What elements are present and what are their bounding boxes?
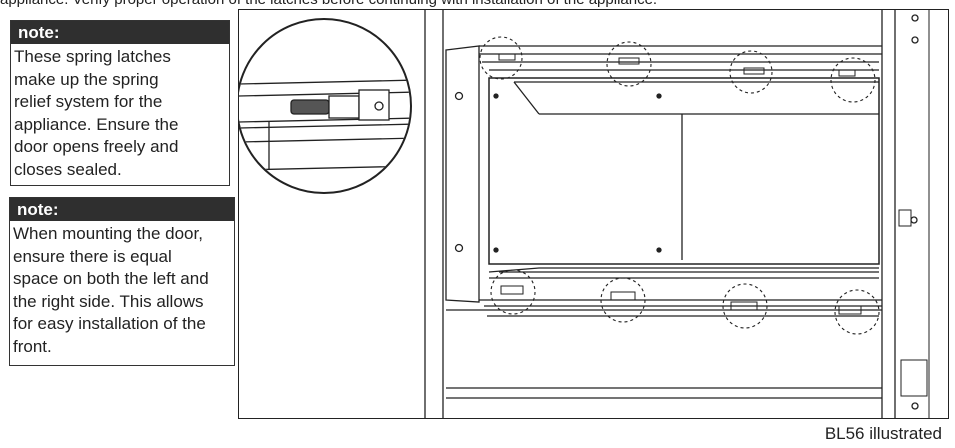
note-line: relief system for the (14, 92, 163, 112)
note-body: These spring latches make up the spring … (11, 44, 229, 184)
latch-highlight-circles (479, 36, 880, 335)
note-line: for easy installation of the (13, 314, 206, 334)
note-heading: note: (10, 198, 234, 221)
note-line: make up the spring (14, 69, 159, 89)
note-box-mounting-door: note: When mounting the door, ensure the… (9, 197, 235, 366)
note-line: door opens freely and (14, 137, 179, 157)
fireplace-illustration (238, 9, 949, 419)
note-line: space on both the left and (13, 269, 209, 289)
latch-detail-zoom (239, 18, 412, 194)
figure-caption: BL56 illustrated (824, 424, 942, 443)
note-line: appliance. Ensure the (14, 114, 179, 134)
note-body: When mounting the door, ensure there is … (10, 221, 234, 361)
top-partial-text: appliance. Verify proper operation of th… (0, 0, 760, 8)
fireplace-door-latches-drawing (239, 10, 930, 418)
note-line: ensure there is equal (13, 246, 172, 266)
note-heading: note: (11, 21, 229, 44)
note-line: the right side. This allows (13, 291, 204, 311)
note-line: closes sealed. (14, 159, 122, 179)
note-line: When mounting the door, (13, 224, 203, 243)
note-box-spring-latches: note: These spring latches make up the s… (10, 20, 230, 186)
note-line: These spring latches (14, 47, 171, 66)
note-line: front. (13, 336, 52, 356)
